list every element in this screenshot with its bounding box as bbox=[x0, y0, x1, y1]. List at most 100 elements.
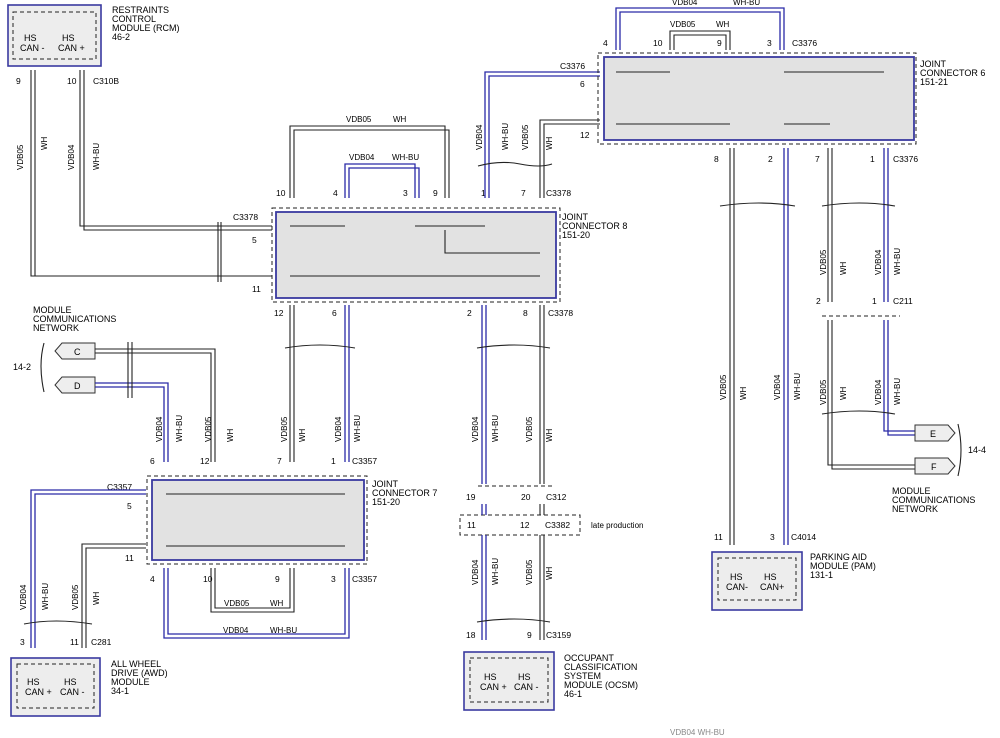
svg-text:C3376: C3376 bbox=[893, 154, 918, 164]
svg-text:2: 2 bbox=[467, 308, 472, 318]
svg-text:C211: C211 bbox=[893, 296, 913, 306]
svg-text:CAN+: CAN+ bbox=[760, 582, 784, 592]
svg-text:1: 1 bbox=[331, 456, 336, 466]
svg-text:VDB05: VDB05 bbox=[280, 416, 289, 442]
svg-text:VDB04: VDB04 bbox=[773, 374, 782, 400]
svg-text:11: 11 bbox=[714, 532, 723, 542]
svg-text:WH-BU: WH-BU bbox=[501, 123, 510, 150]
svg-text:MODULE: MODULE bbox=[892, 486, 931, 496]
svg-text:WH: WH bbox=[270, 599, 284, 608]
svg-text:CAN +: CAN + bbox=[25, 687, 52, 697]
svg-text:VDB05: VDB05 bbox=[71, 584, 80, 610]
svg-text:C4014: C4014 bbox=[791, 532, 816, 542]
svg-text:1: 1 bbox=[870, 154, 875, 164]
svg-text:MODULE (OCSM): MODULE (OCSM) bbox=[564, 680, 638, 690]
svg-text:WH-BU: WH-BU bbox=[92, 143, 101, 170]
svg-text:NETWORK: NETWORK bbox=[892, 504, 938, 514]
svg-text:VDB05: VDB05 bbox=[16, 144, 25, 170]
svg-text:7: 7 bbox=[815, 154, 820, 164]
svg-text:VDB04: VDB04 bbox=[349, 153, 375, 162]
jc7-bottom-wires: 4 10 9 3 C3357 VDB05 WH VDB04 WH-BU bbox=[150, 568, 377, 639]
svg-text:14-4: 14-4 bbox=[968, 445, 986, 455]
mcn-left: MODULE COMMUNICATIONS NETWORK 14-2 C D V… bbox=[13, 305, 377, 466]
svg-text:9: 9 bbox=[433, 188, 438, 198]
svg-text:5: 5 bbox=[252, 235, 257, 245]
svg-text:MODULE (RCM): MODULE (RCM) bbox=[112, 23, 180, 33]
jc8-top-wires: VDB05 WH VDB04 WH-BU 10 4 3 9 1 7 C3378 bbox=[276, 115, 571, 198]
svg-text:CAN -: CAN - bbox=[20, 43, 45, 53]
svg-text:VDB05: VDB05 bbox=[719, 374, 728, 400]
svg-text:1: 1 bbox=[481, 188, 486, 198]
svg-text:WH: WH bbox=[545, 428, 554, 442]
svg-text:VDB04: VDB04 bbox=[67, 144, 76, 170]
footer-fragment: VDB04 WH-BU bbox=[670, 728, 725, 737]
svg-text:HS: HS bbox=[764, 572, 777, 582]
svg-text:10: 10 bbox=[653, 38, 663, 48]
svg-text:WH-BU: WH-BU bbox=[491, 415, 500, 442]
late-production-label: late production bbox=[591, 521, 643, 530]
joint-connector-6: JOINT CONNECTOR 6 151-21 bbox=[597, 52, 985, 145]
svg-text:CAN-: CAN- bbox=[726, 582, 748, 592]
ocsm-wires: 19 20 C312 11 12 C3382 late production V… bbox=[459, 485, 643, 640]
svg-text:4: 4 bbox=[333, 188, 338, 198]
rcm-wires: 9 10 C310B VDB05 WH VDB04 WH-BU bbox=[16, 70, 272, 282]
svg-text:3: 3 bbox=[331, 574, 336, 584]
svg-text:JOINT: JOINT bbox=[920, 59, 947, 69]
svg-text:C3378: C3378 bbox=[546, 188, 571, 198]
svg-text:6: 6 bbox=[150, 456, 155, 466]
svg-text:VDB04: VDB04 bbox=[19, 584, 28, 610]
svg-text:VDB04: VDB04 bbox=[874, 379, 883, 405]
svg-text:8: 8 bbox=[714, 154, 719, 164]
svg-text:14-2: 14-2 bbox=[13, 362, 31, 372]
svg-text:HS: HS bbox=[62, 33, 75, 43]
svg-text:C3378: C3378 bbox=[548, 308, 573, 318]
svg-text:CAN +: CAN + bbox=[58, 43, 85, 53]
jc6-top-wires: VDB04 WH-BU VDB05 WH 4 10 9 3 C3376 bbox=[603, 0, 817, 50]
svg-text:CLASSIFICATION: CLASSIFICATION bbox=[564, 662, 637, 672]
joint-connector-7: JOINT CONNECTOR 7 151-20 C3357 5 11 bbox=[107, 475, 437, 565]
svg-text:CONNECTOR 8: CONNECTOR 8 bbox=[562, 221, 627, 231]
svg-text:CAN -: CAN - bbox=[514, 682, 539, 692]
svg-text:HS: HS bbox=[518, 672, 531, 682]
svg-text:C3357: C3357 bbox=[352, 574, 377, 584]
svg-text:46-2: 46-2 bbox=[112, 32, 130, 42]
c211-junction: 2 1 C211 VDB05 WH VDB04 WH-BU E F 14-4 M… bbox=[816, 296, 986, 514]
svg-text:C3159: C3159 bbox=[546, 630, 571, 640]
ocsm-module: HS CAN + HS CAN - OCCUPANT CLASSIFICATIO… bbox=[463, 651, 638, 711]
svg-text:6: 6 bbox=[580, 79, 585, 89]
svg-text:46-1: 46-1 bbox=[564, 689, 582, 699]
svg-text:MODULE (PAM): MODULE (PAM) bbox=[810, 561, 876, 571]
svg-text:34-1: 34-1 bbox=[111, 686, 129, 696]
svg-text:WH-BU: WH-BU bbox=[793, 373, 802, 400]
svg-text:WH-BU: WH-BU bbox=[893, 378, 902, 405]
svg-text:WH: WH bbox=[226, 428, 235, 442]
svg-text:CONTROL: CONTROL bbox=[112, 14, 156, 24]
svg-text:12: 12 bbox=[274, 308, 284, 318]
svg-text:ALL WHEEL: ALL WHEEL bbox=[111, 659, 161, 669]
svg-text:12: 12 bbox=[200, 456, 210, 466]
svg-text:3: 3 bbox=[770, 532, 775, 542]
svg-text:CONNECTOR 6: CONNECTOR 6 bbox=[920, 68, 985, 78]
svg-text:VDB05: VDB05 bbox=[819, 249, 828, 275]
svg-text:11: 11 bbox=[70, 637, 79, 647]
svg-text:19: 19 bbox=[466, 492, 476, 502]
rcm-title: RESTRAINTS bbox=[112, 5, 169, 15]
svg-text:11: 11 bbox=[252, 284, 261, 294]
jc6-bottom-wires: 8 2 7 1 C3376 VDB05 WH VDB04 WH-BU VDB05… bbox=[714, 148, 918, 545]
svg-text:5: 5 bbox=[127, 501, 132, 511]
mcn-e: E bbox=[930, 429, 936, 439]
svg-text:131-1: 131-1 bbox=[810, 570, 833, 580]
svg-text:WH: WH bbox=[839, 386, 848, 400]
svg-text:VDB04: VDB04 bbox=[471, 416, 480, 442]
svg-text:HS: HS bbox=[27, 677, 40, 687]
svg-text:C3378: C3378 bbox=[233, 212, 258, 222]
svg-text:4: 4 bbox=[150, 574, 155, 584]
svg-text:WH: WH bbox=[739, 386, 748, 400]
svg-text:1: 1 bbox=[872, 296, 877, 306]
svg-text:10: 10 bbox=[276, 188, 286, 198]
svg-text:VDB04: VDB04 bbox=[471, 559, 480, 585]
svg-text:HS: HS bbox=[484, 672, 497, 682]
svg-text:C3357: C3357 bbox=[352, 456, 377, 466]
svg-text:WH-BU: WH-BU bbox=[491, 558, 500, 585]
svg-text:VDB05: VDB05 bbox=[525, 416, 534, 442]
